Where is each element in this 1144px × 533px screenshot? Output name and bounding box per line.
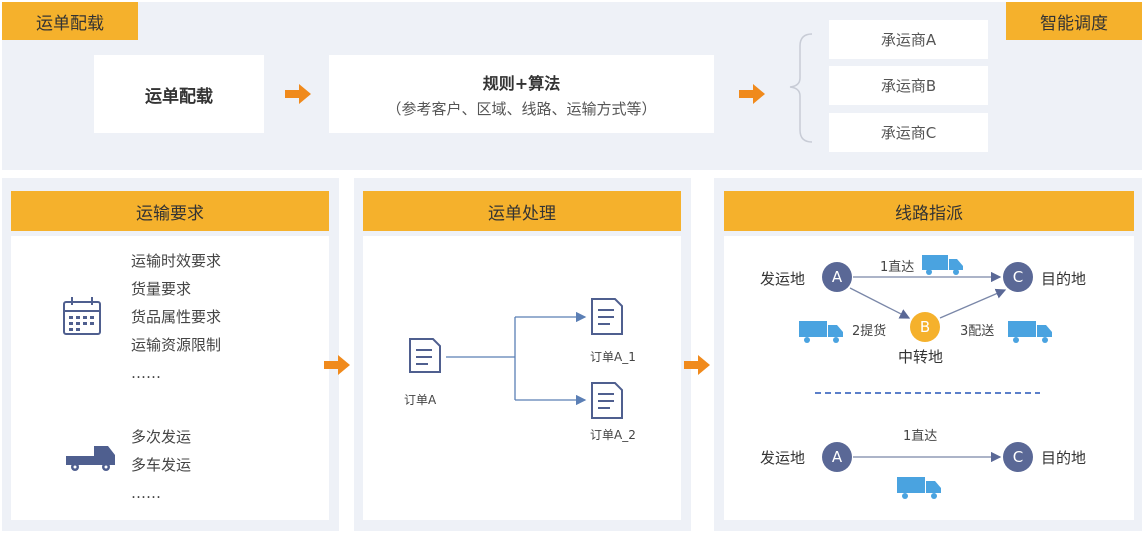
shipment-item: …… [131, 484, 161, 502]
flow-arrow [684, 355, 710, 375]
direct-label-2: 1直达 [903, 429, 938, 444]
truck-icon [1008, 321, 1052, 343]
node-a2-letter: A [832, 448, 843, 466]
node-a-letter: A [832, 268, 843, 286]
requirement-item: …… [131, 364, 161, 382]
order-a2-label: 订单A_2 [590, 428, 636, 442]
route-assignment-body [724, 236, 1134, 520]
transport-requirements-body [11, 236, 329, 520]
requirement-item: 运输时效要求 [131, 252, 222, 270]
document-icon [591, 382, 623, 419]
flow-arrow [285, 84, 311, 104]
order-a1-label: 订单A_1 [590, 350, 636, 364]
rules-algorithm-title: 规则+算法 [482, 73, 561, 93]
requirement-item: 货量要求 [131, 280, 192, 298]
route-a-b [849, 287, 911, 319]
destination-label: 目的地 [1041, 270, 1087, 288]
truck-icon [922, 255, 963, 275]
truck-icon [799, 321, 843, 343]
transfer-label: 中转地 [898, 348, 944, 366]
rules-algorithm-subtitle: （参考客户、区域、线路、运输方式等） [386, 99, 657, 118]
requirement-item: 货品属性要求 [131, 308, 222, 326]
rules-algorithm-box: 规则+算法 （参考客户、区域、线路、运输方式等） [329, 55, 714, 133]
destination-label-2: 目的地 [1041, 449, 1087, 467]
node-b-letter: B [920, 318, 930, 336]
waybill-loading-tag: 运单配载 [2, 2, 138, 40]
requirement-item: 运输资源限制 [131, 336, 222, 354]
transport-requirements-title: 运输要求 [11, 191, 329, 231]
document-icon [591, 298, 623, 335]
delivery-label: 3配送 [960, 324, 995, 339]
origin-label: 发运地 [760, 270, 806, 288]
carrier-b: 承运商B [829, 66, 988, 105]
order-split-connector [446, 311, 587, 406]
node-a [822, 262, 852, 292]
document-icon [409, 338, 441, 373]
shipment-list: 多次发运 多车发运 …… [131, 423, 191, 507]
truck-icon [897, 477, 941, 499]
shipment-item: 多次发运 [131, 428, 192, 446]
carrier-a: 承运商A [829, 20, 988, 59]
node-c [1003, 262, 1033, 292]
brace-icon [789, 33, 813, 143]
smart-dispatch-tag: 智能调度 [1006, 2, 1142, 40]
node-c2-letter: C [1013, 448, 1023, 466]
node-a-2 [822, 442, 852, 472]
pickup-label: 2提货 [852, 324, 887, 339]
waybill-processing-title: 运单处理 [363, 191, 681, 231]
waybill-loading-box: 运单配载 [94, 55, 264, 133]
carrier-c: 承运商C [829, 113, 988, 152]
shipment-item: 多车发运 [131, 456, 192, 474]
direct-label: 1直达 [880, 260, 915, 275]
truck-icon [66, 446, 115, 471]
origin-label-2: 发运地 [760, 449, 806, 467]
waybill-processing-body [363, 236, 681, 520]
node-c-2 [1003, 442, 1033, 472]
node-c-letter: C [1013, 268, 1023, 286]
requirement-list: 运输时效要求 货量要求 货品属性要求 运输资源限制 …… [131, 247, 221, 387]
route-assignment-title: 线路指派 [724, 191, 1134, 231]
node-b [910, 312, 940, 342]
flow-arrow [324, 355, 350, 375]
order-a-label: 订单A [404, 393, 437, 407]
route-b-c [939, 288, 1007, 319]
flow-arrow [739, 84, 765, 104]
calendar-icon [63, 297, 101, 335]
